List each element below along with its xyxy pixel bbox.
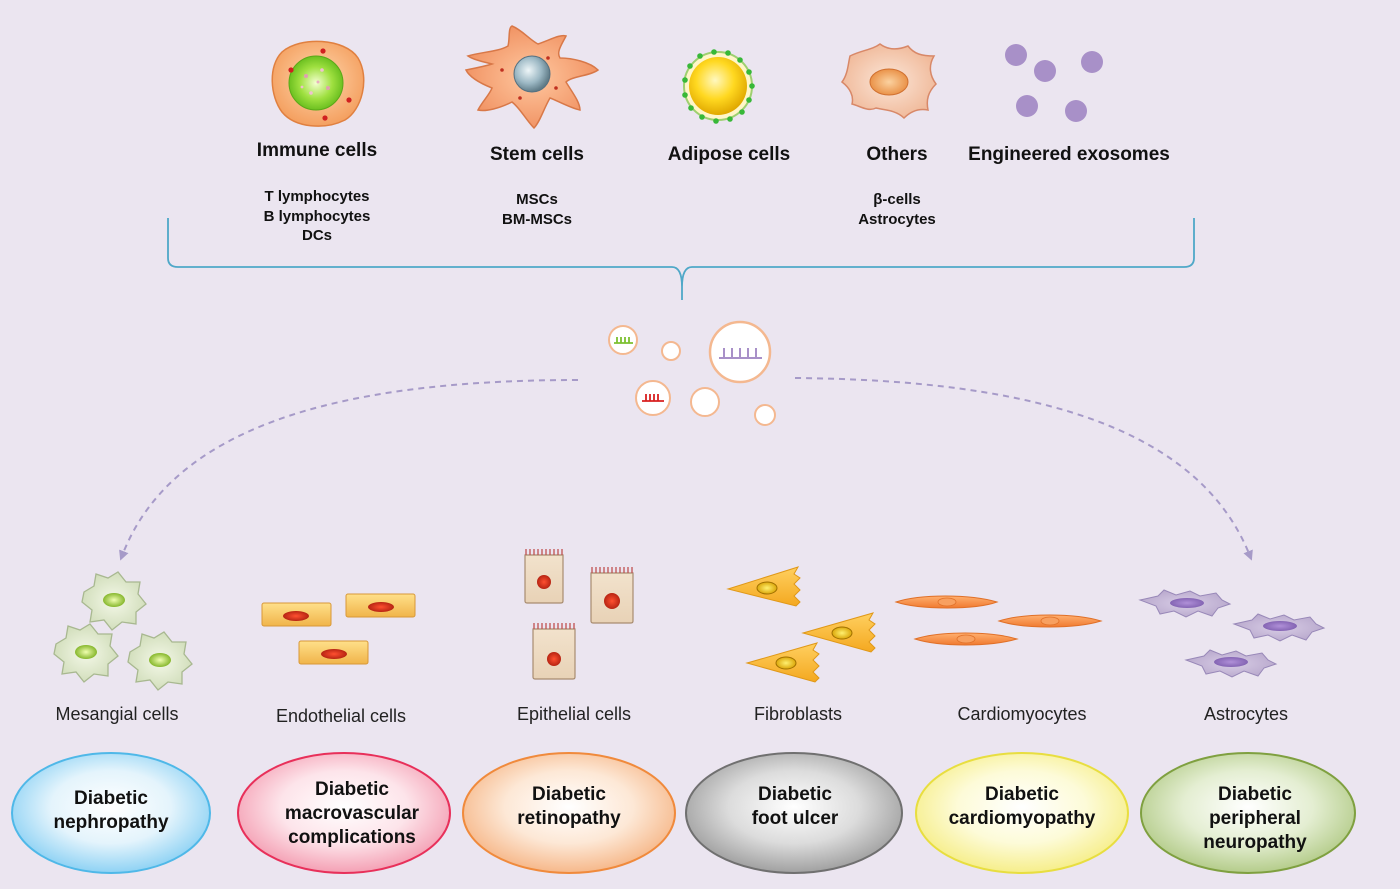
source-item: B lymphocytes bbox=[263, 207, 371, 225]
source-list-stem: MSCs BM-MSCs bbox=[437, 190, 637, 229]
source-item: BM-MSCs bbox=[502, 210, 572, 228]
target-label-mesangial: Mesangial cells bbox=[55, 704, 179, 724]
source-item: MSCs bbox=[516, 191, 558, 208]
cardiomyocytes-illustration bbox=[894, 595, 1103, 646]
engineered-exosomes-icon bbox=[1005, 44, 1103, 122]
target-label-cardiomyocytes: Cardiomyocytes bbox=[957, 704, 1087, 724]
arrow-right bbox=[794, 377, 1253, 561]
target-label-fibroblasts: Fibroblasts bbox=[753, 704, 843, 724]
stem-cell-icon bbox=[464, 25, 600, 130]
target-label-endothelial: Endothelial cells bbox=[275, 706, 407, 726]
source-title-stem: Stem cells bbox=[490, 144, 584, 165]
grouping-bracket bbox=[167, 218, 1195, 300]
source-title-adipose: Adipose cells bbox=[667, 144, 791, 165]
adipose-cell-icon bbox=[682, 49, 755, 124]
source-list-immune: T lymphocytes B lymphocytes DCs bbox=[217, 187, 417, 246]
disease-ellipse-endothelial bbox=[237, 752, 451, 874]
arrow-left bbox=[119, 379, 579, 561]
mesangial-cells-illustration bbox=[53, 571, 193, 691]
source-item: T lymphocytes bbox=[264, 188, 370, 205]
source-item: β-cells bbox=[873, 191, 921, 208]
target-label-astrocytes: Astrocytes bbox=[1203, 704, 1289, 724]
source-item: Astrocytes bbox=[858, 210, 936, 228]
disease-ellipse-epithelial bbox=[462, 752, 676, 874]
source-title-immune: Immune cells bbox=[256, 140, 378, 161]
disease-ellipse-astrocytes bbox=[1140, 752, 1356, 874]
source-item: DCs bbox=[301, 227, 332, 244]
disease-ellipse-cardiomyocytes bbox=[915, 752, 1129, 874]
exosome-vesicles bbox=[608, 320, 776, 426]
endothelial-cells-illustration bbox=[261, 593, 416, 665]
astrocytes-illustration bbox=[1138, 589, 1326, 678]
epithelial-cells-illustration bbox=[524, 549, 634, 680]
source-list-others: β-cells Astrocytes bbox=[797, 190, 997, 229]
target-label-epithelial: Epithelial cells bbox=[516, 704, 632, 724]
fibroblasts-illustration bbox=[726, 566, 876, 683]
disease-ellipse-fibroblasts bbox=[685, 752, 903, 874]
source-title-engineered: Engineered exosomes bbox=[968, 144, 1170, 165]
immune-cell-icon bbox=[271, 40, 365, 127]
others-cell-icon bbox=[840, 43, 937, 120]
disease-ellipse-mesangial bbox=[11, 752, 211, 874]
source-title-others: Others bbox=[866, 144, 928, 165]
